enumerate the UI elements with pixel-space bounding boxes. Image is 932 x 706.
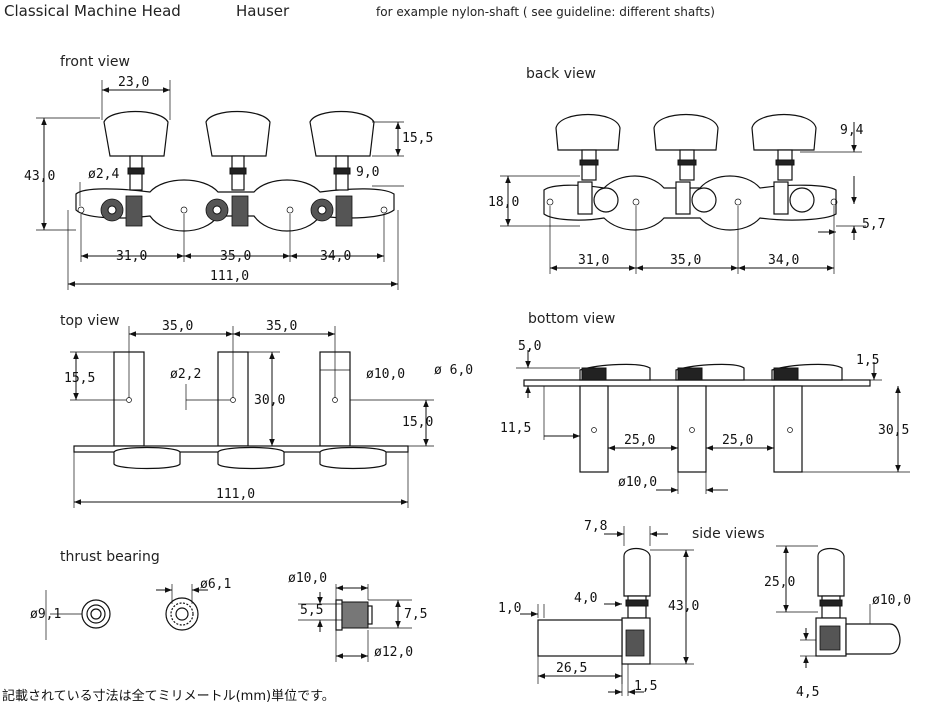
top-dim-hole-depth: 15,5 xyxy=(64,371,95,386)
back-knob-3 xyxy=(751,113,817,215)
front-knob-3 xyxy=(309,110,375,191)
top-dim-spacing-2: 35,0 xyxy=(266,319,297,334)
front-knob-2 xyxy=(205,110,271,191)
front-view-label: front view xyxy=(60,54,130,70)
front-knob-1 xyxy=(103,110,169,191)
side2-dim-height: 25,0 xyxy=(764,575,795,590)
back-knob-1 xyxy=(555,113,621,215)
bottom-view-label: bottom view xyxy=(528,311,615,327)
back-dim-spacing-2: 35,0 xyxy=(670,253,701,268)
side-dim-shaft-length: 26,5 xyxy=(556,661,587,676)
bottom-dim-shaft-dia: ø10,0 xyxy=(618,475,657,490)
side2-dim-plate: 4,5 xyxy=(796,685,819,700)
side-dim-flange: 1,0 xyxy=(498,601,521,616)
thrust-dim-width: 7,5 xyxy=(404,607,427,622)
front-dim-plate-top: 9,0 xyxy=(356,165,379,180)
side-dim-height: 43,0 xyxy=(668,599,699,614)
top-dim-spacing-1: 35,0 xyxy=(162,319,193,334)
top-view: top view 35,0 35,0 15,5 ø2,2 ø10,0 ø 6,0… xyxy=(60,313,473,508)
side-dim-knob: 7,8 xyxy=(584,519,607,534)
side-views-label: side views xyxy=(692,526,765,542)
back-dim-plate-height: 18,0 xyxy=(488,195,519,210)
top-dim-inner-dia: ø 6,0 xyxy=(434,363,473,378)
bottom-dim-edge: 11,5 xyxy=(500,421,531,436)
thrust-bearing: thrust bearing ø9,1 ø6,1 ø10,0 5,5 7,5 ø… xyxy=(30,549,427,662)
front-dim-total-length: 111,0 xyxy=(210,269,249,284)
back-dim-spacing-1: 31,0 xyxy=(578,253,609,268)
back-view: back view 9,4 xyxy=(488,66,885,274)
top-dim-total-length: 111,0 xyxy=(216,487,255,502)
bottom-dim-shaft-length: 30,5 xyxy=(878,423,909,438)
bottom-dim-top: 5,0 xyxy=(518,339,541,354)
thrust-bearing-label: thrust bearing xyxy=(60,549,160,565)
side-dim-plate: 1,5 xyxy=(634,679,657,694)
top-dim-hole-dia: ø2,2 xyxy=(170,367,201,382)
units-note: 記載されている寸法は全てミリメートル(mm)単位です。 xyxy=(2,688,335,704)
side-views: side views 7,8 4,0 1,0 43,0 26,5 1,5 xyxy=(498,519,911,700)
back-knob-2 xyxy=(653,113,719,215)
back-dim-edge: 5,7 xyxy=(862,217,885,232)
thrust-dim-height: 5,5 xyxy=(300,603,323,618)
top-dim-shaft-length: 30,0 xyxy=(254,393,285,408)
front-dim-hole: ø2,4 xyxy=(88,167,119,182)
front-dim-total-height: 43,0 xyxy=(24,169,55,184)
top-view-label: top view xyxy=(60,313,120,329)
side2-dim-shaft-dia: ø10,0 xyxy=(872,593,911,608)
back-dim-shaft: 9,4 xyxy=(840,123,864,138)
bottom-dim-spacing-1: 25,0 xyxy=(624,433,655,448)
brand-name: Hauser xyxy=(236,2,290,20)
side-dim-shaft: 4,0 xyxy=(574,591,597,606)
bottom-dim-spacing-2: 25,0 xyxy=(722,433,753,448)
front-dim-spacing-2: 35,0 xyxy=(220,249,251,264)
bottom-dim-plate: 1,5 xyxy=(856,353,879,368)
front-view: front view 23,0 xyxy=(24,54,433,290)
bottom-view: bottom view 5,0 1,5 11,5 25,0 25,0 30,5 xyxy=(500,311,910,494)
shaft-note: for example nylon-shaft ( see guideline:… xyxy=(376,5,715,19)
back-view-label: back view xyxy=(526,66,596,82)
thrust-dim-washer: ø9,1 xyxy=(30,607,61,622)
front-dim-knob-height: 15,5 xyxy=(402,131,433,146)
front-dim-knob-width: 23,0 xyxy=(118,75,149,90)
thrust-dim-outer: ø12,0 xyxy=(374,645,413,660)
front-dim-spacing-3: 34,0 xyxy=(320,249,351,264)
top-dim-plate-offset: 15,0 xyxy=(402,415,433,430)
drawing-title: Classical Machine Head xyxy=(4,2,181,20)
front-dim-spacing-1: 31,0 xyxy=(116,249,147,264)
top-dim-shaft-dia: ø10,0 xyxy=(366,367,405,382)
back-dim-spacing-3: 34,0 xyxy=(768,253,799,268)
thrust-dim-hub: ø10,0 xyxy=(288,571,327,586)
thrust-dim-inner: ø6,1 xyxy=(200,577,231,592)
